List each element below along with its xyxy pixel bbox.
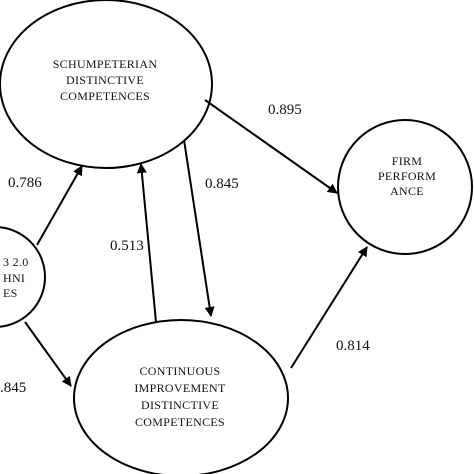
arrow-web-to-continuous	[24, 321, 72, 387]
schumpeterian-label-line-3: COMPETENCES	[60, 89, 150, 103]
web-technologies-node	[0, 226, 46, 328]
edge-label-schumpeterian-firm: 0.895	[268, 102, 302, 118]
continuous-label-line-4: COMPETENCES	[135, 415, 225, 429]
arrow-continuous-to-schumpeterian	[136, 163, 157, 323]
schumpeterian-node	[0, 0, 213, 169]
edge-label-web-schumpeterian: 0.786	[8, 175, 42, 191]
firm-label-line-2: PERFORM	[378, 169, 436, 183]
web-label-line-2: HNI	[3, 271, 25, 285]
edge-label-continuous-schumpeterian: 0.513	[110, 238, 144, 254]
web-label-line-3: ES	[3, 286, 18, 300]
schumpeterian-label-line-1: SCHUMPETERIAN	[53, 57, 158, 71]
arrow-continuous-to-firm	[290, 246, 368, 369]
continuous-improvement-node	[73, 319, 289, 474]
firm-performance-node	[337, 119, 473, 255]
continuous-label-line-2: IMPROVEMENT	[134, 381, 226, 395]
continuous-label-line-3: DISTINCTIVE	[141, 398, 219, 412]
continuous-label-line-1: CONTINUOUS	[140, 364, 221, 378]
arrow-schumpeterian-to-firm	[204, 99, 338, 194]
edge-label-web-continuous: .845	[0, 380, 26, 396]
web-label-line-1: 3 2.0	[3, 255, 29, 269]
firm-label-line-1: FIRM	[392, 154, 423, 168]
edge-label-schumpeterian-continuous: 0.845	[205, 176, 239, 192]
edge-label-continuous-firm: 0.814	[336, 338, 370, 354]
firm-label-line-3: ANCE	[390, 184, 424, 198]
arrow-schumpeterian-to-continuous	[183, 139, 215, 317]
arrow-web-to-schumpeterian	[36, 165, 83, 246]
schumpeterian-label-line-2: DISTINCTIVE	[66, 73, 144, 87]
